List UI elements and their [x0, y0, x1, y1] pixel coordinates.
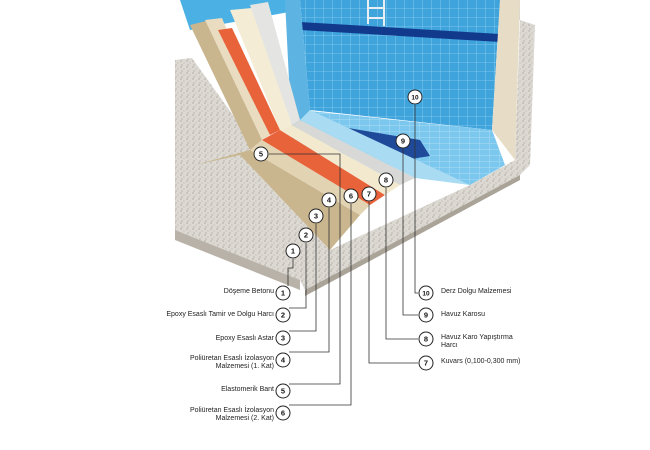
- marker-6: 6: [343, 188, 359, 204]
- floor-mortar: [195, 150, 360, 250]
- svg-text:1: 1: [281, 289, 285, 298]
- svg-text:7: 7: [367, 190, 371, 199]
- left-concrete: [175, 58, 258, 160]
- marker-10: 10: [407, 89, 423, 105]
- leader-line-3: [289, 224, 317, 332]
- label-doseme-betonu: Döşeme Betonu: [223, 288, 274, 295]
- marker-3: 3: [308, 208, 324, 224]
- svg-text:3: 3: [281, 334, 285, 343]
- label-elastomerik-bant: Elastomerik Bant: [221, 386, 274, 393]
- floor-tiles-edge: [300, 110, 470, 185]
- label-kuvars: Kuvars (0,100-0,300 mm): [441, 358, 521, 365]
- svg-text:8: 8: [424, 335, 428, 344]
- svg-text:2: 2: [304, 231, 308, 240]
- svg-text:9: 9: [424, 311, 428, 320]
- floor-slab-front: [175, 230, 300, 290]
- svg-text:6: 6: [281, 409, 285, 418]
- svg-text:5: 5: [281, 387, 285, 396]
- label-epoxy-tamir: Epoxy Esaslı Tamir ve Dolgu Harcı: [166, 311, 274, 318]
- leader-line-7: [368, 202, 418, 364]
- right-slab-front: [305, 175, 520, 296]
- svg-text:10: 10: [422, 291, 430, 298]
- svg-text:1: 1: [291, 247, 295, 256]
- marker-7: 7: [361, 186, 377, 202]
- marker-4: 4: [321, 192, 337, 208]
- left-mortar: [190, 20, 262, 150]
- marker-1: 1: [285, 243, 301, 259]
- label-poliuretan-1: Poliüretan Esaslı İzolasyon Malzemesi (1…: [189, 355, 274, 370]
- leader-line-4: [289, 208, 330, 353]
- leader-line-10: [414, 105, 418, 294]
- marker-5: 5: [275, 383, 291, 399]
- marker-6: 6: [275, 405, 291, 421]
- marker-3: 3: [275, 330, 291, 346]
- ladder: [367, 0, 385, 26]
- svg-text:2: 2: [281, 311, 285, 320]
- svg-text:5: 5: [259, 150, 263, 159]
- tile-dark-band: [300, 22, 500, 42]
- leader-line-8: [385, 188, 418, 340]
- left-membrane: [218, 28, 280, 135]
- marker-9: 9: [395, 133, 411, 149]
- floor-adhesive: [292, 120, 415, 185]
- svg-text:8: 8: [384, 176, 388, 185]
- left-primer: [205, 18, 270, 140]
- label-karo-yapistirma: Havuz Karo Yapıştırma Harcı: [441, 334, 513, 349]
- marker-7: 7: [418, 355, 434, 371]
- label-poliuretan-2: Poliüretan Esaslı İzolasyon Malzemesi (2…: [189, 407, 274, 422]
- pool-back-wall: [300, 0, 500, 130]
- leader-line-2: [289, 243, 307, 309]
- label-derz-dolgu: Derz Dolgu Malzemesi: [441, 288, 512, 295]
- marker-1: 1: [275, 285, 291, 301]
- svg-text:6: 6: [349, 192, 353, 201]
- svg-text:4: 4: [281, 356, 286, 365]
- right-wall-concrete: [515, 20, 535, 165]
- leader-line-1: [287, 259, 294, 286]
- marker-10: 10: [418, 285, 434, 301]
- svg-text:10: 10: [411, 95, 419, 102]
- left-tile-adhesive: [250, 2, 300, 125]
- leader-line-9: [402, 149, 418, 316]
- marker-2: 2: [275, 307, 291, 323]
- marker-8: 8: [418, 331, 434, 347]
- marker-2: 2: [298, 227, 314, 243]
- svg-text:7: 7: [424, 359, 428, 368]
- leader-lines: [269, 105, 418, 406]
- left-quartz: [230, 8, 292, 130]
- marker-5: 5: [253, 146, 269, 162]
- floor-membrane: [262, 130, 385, 205]
- marker-8: 8: [378, 172, 394, 188]
- svg-text:4: 4: [327, 196, 332, 205]
- leader-line-5: [269, 153, 341, 385]
- label-havuz-karosu: Havuz Karosu: [441, 311, 485, 318]
- right-wall-layers: [492, 0, 520, 160]
- label-epoxy-astar: Epoxy Esaslı Astar: [215, 335, 274, 342]
- svg-text:3: 3: [314, 212, 318, 221]
- marker-9: 9: [418, 307, 434, 323]
- leader-line-6: [289, 204, 352, 406]
- marker-4: 4: [275, 352, 291, 368]
- svg-text:9: 9: [401, 137, 405, 146]
